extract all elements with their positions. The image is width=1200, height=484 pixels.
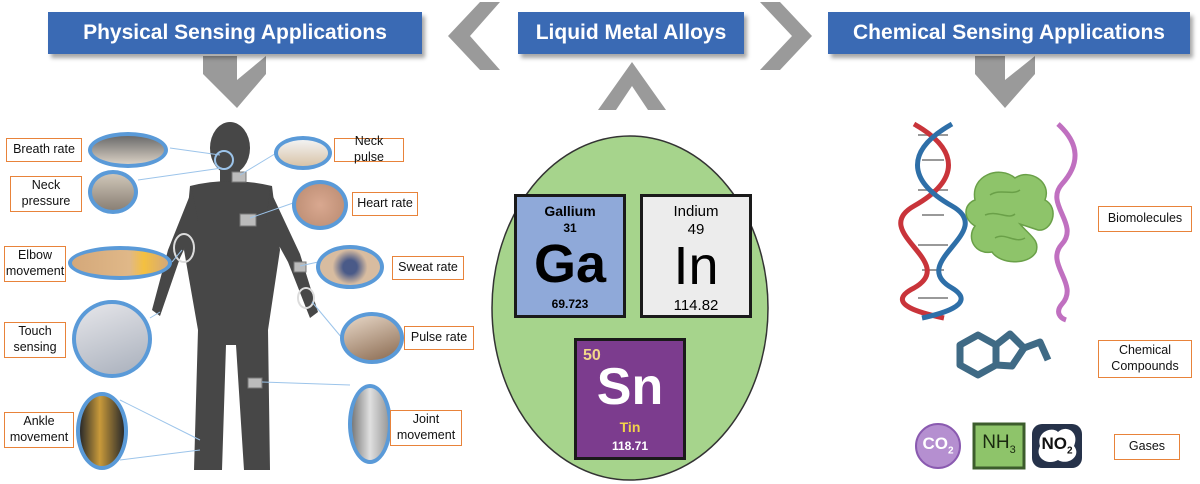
gallium-symbol: Ga <box>533 234 607 294</box>
indium-name: Indium <box>673 203 719 220</box>
connector-lines <box>119 147 351 461</box>
element-tile-gallium: Gallium 31 Ga 69.723 <box>514 194 626 318</box>
breath-rate-photo <box>88 132 168 168</box>
label-heart-rate: Heart rate <box>352 192 418 216</box>
co2-sub: 2 <box>947 445 954 457</box>
neck-pulse-photo <box>274 136 332 170</box>
sensor-patches <box>231 171 307 389</box>
indium-number: 49 <box>687 221 705 238</box>
chemical-compound-icon <box>956 330 1052 379</box>
sweat-rate-photo <box>316 245 384 289</box>
label-chemical-compounds: Chemical Compounds <box>1098 340 1192 378</box>
chevron-down-chemical-icon <box>975 56 1035 108</box>
nh3-sub: 3 <box>1009 443 1016 456</box>
co2-main: CO <box>922 434 948 453</box>
gallium-name: Gallium <box>544 203 596 219</box>
tin-mass: 118.71 <box>611 439 649 453</box>
helix-strand-icon <box>1054 122 1078 323</box>
nh3-formula: NH3 <box>974 432 1024 456</box>
header-physical-sensing: Physical Sensing Applications <box>48 12 422 54</box>
joint-movement-photo <box>348 384 392 464</box>
nh3-icon <box>972 422 1026 470</box>
label-breath-rate: Breath rate <box>6 138 82 162</box>
label-touch-sensing: Touch sensing <box>4 322 66 358</box>
protein-icon <box>965 171 1054 263</box>
tin-symbol: Sn <box>596 358 664 416</box>
elbow-movement-photo <box>68 246 172 280</box>
co2-formula: CO2 <box>916 434 960 456</box>
label-neck-pressure: Neck pressure <box>10 176 82 212</box>
chevron-down-physical-icon <box>203 56 266 108</box>
no2-main: NO <box>1041 434 1067 453</box>
tin-number: 50 <box>583 347 601 364</box>
indium-symbol: In <box>673 236 719 296</box>
indium-mass: 114.82 <box>673 297 719 314</box>
element-tile-indium: Indium 49 In 114.82 <box>640 194 752 318</box>
co2-icon <box>915 423 961 469</box>
no2-sub: 2 <box>1066 445 1073 457</box>
tin-name: Tin <box>619 419 641 435</box>
header-chemical-sensing: Chemical Sensing Applications <box>828 12 1190 54</box>
chevron-right-icon <box>760 2 812 70</box>
label-gases: Gases <box>1114 434 1180 460</box>
neck-pressure-photo <box>88 170 138 214</box>
label-elbow-movement: Elbow movement <box>4 246 66 282</box>
heart-rate-photo <box>292 180 348 230</box>
dna-helix-icon <box>898 121 968 321</box>
element-tile-tin: 50 Sn Tin 118.71 <box>574 338 686 460</box>
label-pulse-rate: Pulse rate <box>404 326 474 350</box>
gallium-number: 31 <box>563 221 577 235</box>
no2-formula: NO2 <box>1032 434 1082 456</box>
no2-icon <box>1032 424 1082 468</box>
pulse-rate-photo <box>340 312 404 364</box>
header-liquid-metal-alloys: Liquid Metal Alloys <box>518 12 744 54</box>
chevron-up-icon <box>598 62 666 110</box>
label-joint-movement: Joint movement <box>390 410 462 446</box>
touch-sensing-photo <box>72 300 152 378</box>
label-ankle-movement: Ankle movement <box>4 412 74 448</box>
label-neck-pulse: Neck pulse <box>334 134 404 164</box>
gallium-mass: 69.723 <box>551 297 589 311</box>
label-sweat-rate: Sweat rate <box>392 256 464 280</box>
label-biomolecules: Biomolecules <box>1098 206 1192 232</box>
chevron-left-icon <box>448 2 500 70</box>
nh3-main: NH <box>982 432 1010 453</box>
ankle-movement-photo <box>76 392 128 470</box>
